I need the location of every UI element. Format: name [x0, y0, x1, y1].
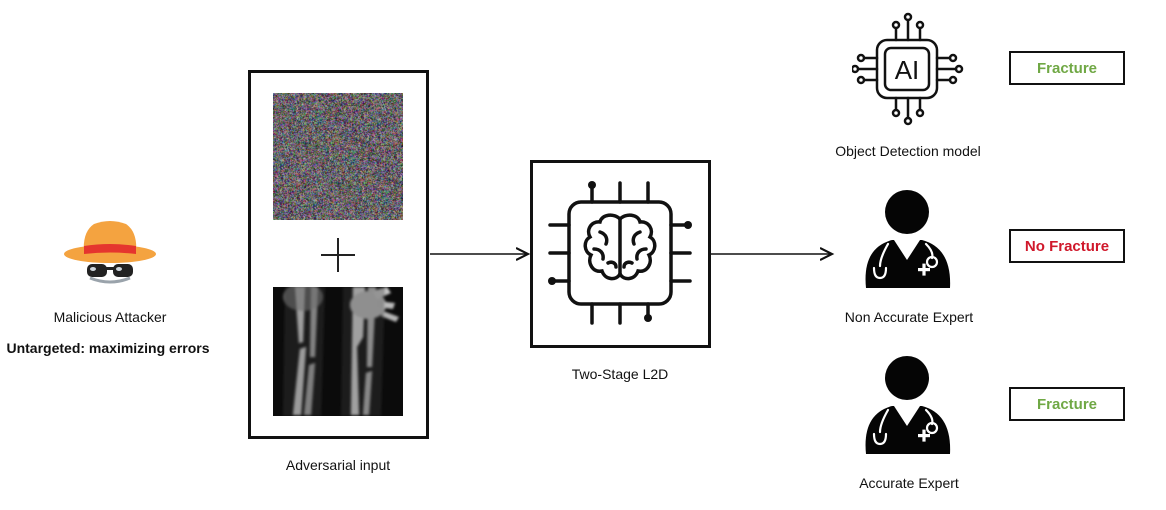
- model-label: Object Detection model: [835, 143, 981, 159]
- non-accurate-expert-result-box: No Fracture: [1009, 229, 1125, 263]
- adversarial-input-box: [248, 70, 429, 439]
- brain-chip-icon: [548, 181, 692, 325]
- system-label: Two-Stage L2D: [571, 366, 669, 382]
- non-accurate-expert-label: Non Accurate Expert: [844, 309, 974, 325]
- model-result-box: Fracture: [1009, 51, 1125, 85]
- adversarial-input-label: Adversarial input: [285, 457, 391, 473]
- attacker-icon: [64, 221, 156, 284]
- attacker-label: Malicious Attacker: [53, 309, 167, 325]
- ai-chip-text: AI: [895, 55, 920, 85]
- accurate-expert-result-box: Fracture: [1009, 387, 1125, 421]
- attacker-goal: Untargeted: maximizing errors: [6, 340, 210, 356]
- accurate-expert-label: Accurate Expert: [859, 475, 959, 491]
- adversarial-noise-image: [273, 93, 403, 220]
- doctor-icon: [865, 190, 951, 288]
- system-box: [530, 160, 711, 348]
- xray-image: [273, 287, 403, 416]
- plus-icon: [321, 238, 355, 272]
- doctor-icon: [865, 356, 951, 454]
- ai-chip-icon: AI: [852, 12, 964, 126]
